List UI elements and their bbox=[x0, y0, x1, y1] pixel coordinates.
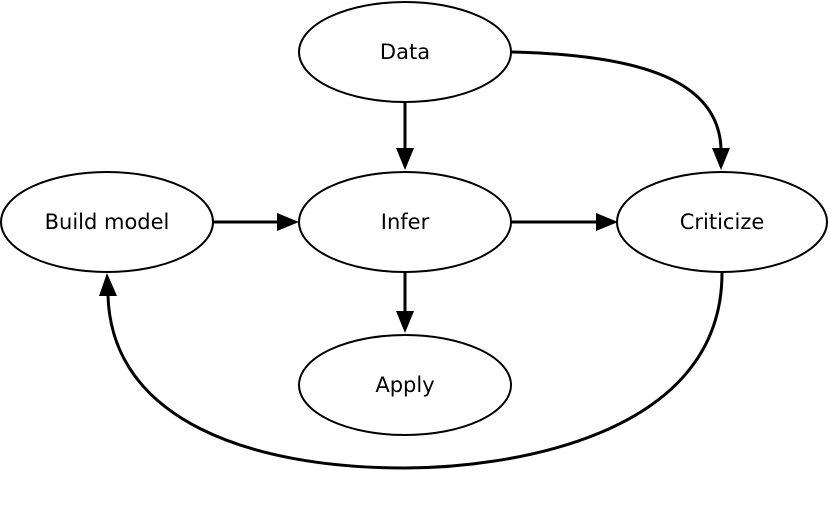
edge-criticize-to-build-model bbox=[106, 272, 724, 470]
arrowhead-data-to-infer bbox=[396, 148, 414, 170]
node-build-model: Build model bbox=[0, 171, 214, 273]
node-build-model-label: Build model bbox=[45, 210, 170, 234]
node-criticize: Criticize bbox=[616, 171, 828, 273]
node-infer: Infer bbox=[298, 171, 512, 273]
node-data: Data bbox=[298, 1, 512, 103]
arrowhead-infer-to-criticize bbox=[596, 213, 618, 231]
node-infer-shape bbox=[298, 171, 512, 273]
arrowhead-infer-to-apply bbox=[396, 311, 414, 333]
edges bbox=[99, 50, 730, 470]
arrowhead-build-model-to-infer bbox=[277, 213, 299, 231]
node-apply-label: Apply bbox=[375, 373, 434, 397]
arrowhead-criticize-to-build-model bbox=[99, 273, 117, 296]
node-infer-label: Infer bbox=[381, 210, 430, 234]
node-criticize-shape bbox=[616, 171, 828, 273]
node-data-shape bbox=[298, 1, 512, 103]
edge-data-to-criticize bbox=[511, 50, 723, 149]
arrowhead-data-to-criticize bbox=[712, 148, 730, 170]
node-criticize-label: Criticize bbox=[680, 210, 765, 234]
node-build-model-shape bbox=[0, 171, 214, 273]
node-apply-shape bbox=[298, 334, 512, 436]
node-apply: Apply bbox=[298, 334, 512, 436]
node-data-label: Data bbox=[380, 40, 430, 64]
